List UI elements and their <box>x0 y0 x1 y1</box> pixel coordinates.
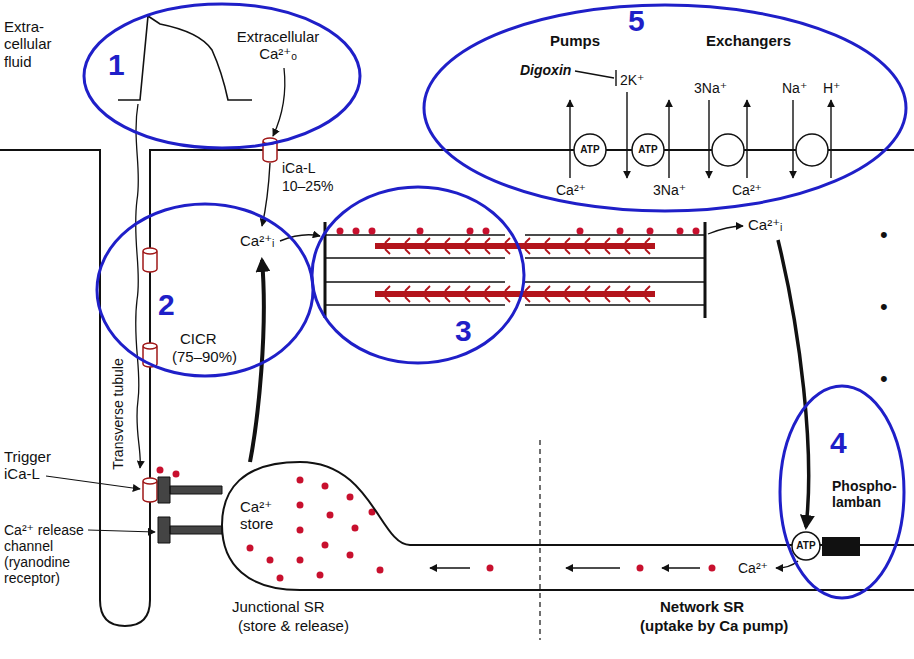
ion-label: 3Na⁺ <box>653 182 686 198</box>
callout-number: 5 <box>628 6 645 36</box>
calcium-to-filament-arrow <box>280 235 320 241</box>
bullet-mark: • <box>880 366 888 391</box>
bullet-mark: • <box>880 222 888 247</box>
atp-label: ATP <box>638 144 657 156</box>
ion-label: Ca²⁺ᵢ <box>240 232 274 249</box>
structure-label: Network SR <box>660 598 744 615</box>
atp-pump: ATP <box>791 531 821 561</box>
callout-outline <box>424 5 906 211</box>
flux-arrow <box>626 92 627 178</box>
callout-outline <box>780 386 904 598</box>
junctional-sr: Ca²⁺ storeJunctional SR (store & release) <box>200 455 415 640</box>
callout-number: 1 <box>108 50 125 80</box>
callout-outline <box>84 4 360 148</box>
cell-membrane <box>0 150 914 626</box>
l-type-channels <box>143 138 277 502</box>
region-label: Extra- cellular fluid <box>4 18 70 70</box>
filament-release-arrow <box>708 226 743 234</box>
callout-number: 4 <box>830 428 847 458</box>
group-heading: Pumps <box>550 32 600 49</box>
flux-arrow <box>668 100 669 178</box>
drug-label: Digoxin <box>520 62 571 78</box>
ion-label: 3Na⁺ <box>694 80 727 96</box>
lumen-flow-arrow <box>566 567 620 569</box>
atp-circle <box>574 134 606 166</box>
thin-filaments <box>325 235 705 305</box>
callout-number: 3 <box>455 316 472 346</box>
atp-label: ATP <box>580 144 599 156</box>
structure-label: Trigger iCa-L <box>4 448 64 483</box>
phospholamban-block <box>822 537 860 556</box>
thick-filament <box>375 243 655 249</box>
group-heading: Exchangers <box>706 32 791 49</box>
structure-label: Transverse tubule <box>110 358 126 470</box>
inhibitor-line <box>575 70 616 86</box>
node-outline <box>422 3 908 213</box>
trigger-leader <box>46 476 140 489</box>
cicr-arrow <box>250 260 264 462</box>
ion-label: Na⁺ <box>782 80 807 96</box>
propagation-wave <box>136 104 141 468</box>
node-outline <box>310 185 526 365</box>
thick-filament <box>375 291 655 297</box>
ion-label: H⁺ <box>823 80 841 96</box>
lumen-flow-arrow <box>430 567 470 569</box>
release-channel-leader <box>88 530 155 532</box>
callout-ellipse: 3 <box>310 185 526 365</box>
atp-circle <box>792 532 820 560</box>
exchanger-circle <box>712 134 744 166</box>
flux-arrow <box>830 100 831 178</box>
ion-label: Ca²⁺ <box>738 560 768 576</box>
percent-label: 10–25% <box>282 178 333 194</box>
ion-label: Ca²⁺ᵢ <box>748 216 782 233</box>
flux-arrow <box>792 100 793 178</box>
action-potential <box>118 16 252 100</box>
sr-heading: Junctional SR <box>232 598 325 615</box>
atp-pump: ATP <box>573 133 607 167</box>
structure-label: Ca²⁺ release channel (ryanodine receptor… <box>4 522 98 586</box>
current-label: iCa-L <box>282 160 315 176</box>
flux-arrow <box>746 100 747 178</box>
atp-circle <box>632 134 664 166</box>
callout-outline <box>312 187 524 363</box>
region-label: Extracellular Ca²⁺ₒ <box>230 28 326 63</box>
callout-ellipse: 5ATP ATP <box>422 3 908 213</box>
atp-label: ATP <box>796 540 815 552</box>
atp-pump: ATP <box>631 133 665 167</box>
ion-label: Ca²⁺ <box>732 182 762 198</box>
influx-arrow <box>273 68 285 136</box>
lumen-flow-arrow <box>662 567 700 569</box>
ion-label: Ca²⁺ <box>556 182 586 198</box>
percent-label: (75–90%) <box>172 348 237 365</box>
bullet-mark: • <box>880 294 888 319</box>
ryanodine-receptors <box>158 477 222 543</box>
flux-arrow <box>569 100 570 178</box>
exchanger-circle <box>796 134 828 166</box>
callout-number: 2 <box>158 290 175 320</box>
callout-ellipse: 1 <box>82 2 362 150</box>
ion-label: 2K⁺ <box>620 72 645 88</box>
store-label: Ca²⁺ store <box>240 498 286 533</box>
callout-outline <box>97 204 313 376</box>
structure-label: (uptake by Ca pump) <box>640 617 788 634</box>
mechanism-label: CICR <box>180 330 217 347</box>
junctional-sr-outline <box>222 462 410 590</box>
protein-label: Phospho- lamban <box>832 478 904 510</box>
calcium-dots <box>157 228 716 582</box>
flux-arrow <box>708 100 709 178</box>
reuptake-arrow <box>778 240 809 527</box>
divider-dashed-line <box>539 440 540 640</box>
sr-subheading: (store & release) <box>238 617 349 634</box>
